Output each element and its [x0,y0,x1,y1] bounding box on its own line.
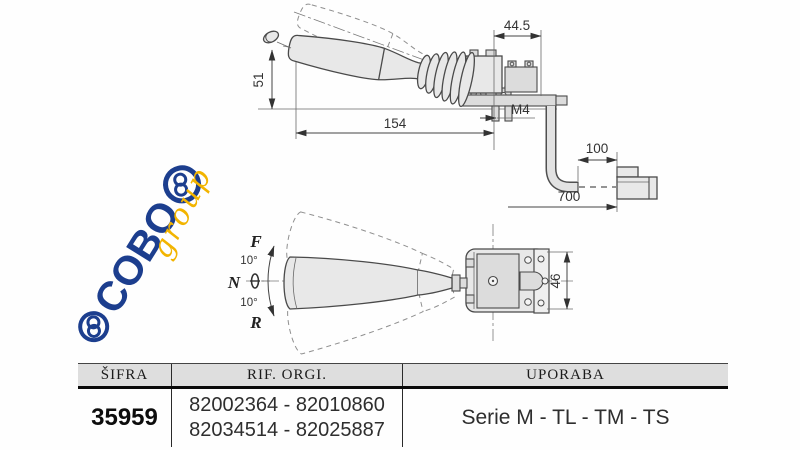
reference-line-1: 82002364 - 82010860 [189,394,385,416]
dim-51: 51 [251,49,276,110]
dim-46: 46 [547,251,573,310]
dim-51-label: 51 [251,72,266,87]
dim-44-5-label: 44.5 [504,18,530,33]
cable [545,106,616,193]
angle-lower-label: 10° [240,297,257,309]
side-view-drawing: 44.5 51 154 M4 [251,0,658,212]
dim-100: 100 [577,141,618,181]
part-table: ŠIFRA RIF. ORGI. UPORABA 35959 82002364 … [78,363,728,447]
top-view-drawing: F N R 10° 10° 46 [227,210,576,356]
angle-upper-label: 10° [240,255,257,267]
header-uporaba: UPORABA [526,366,605,383]
dim-700: 700 [508,189,618,212]
bellows-boot [416,51,476,108]
dim-154: 154 [295,62,495,139]
knob-end-cap [262,30,292,49]
thread-label: M4 [511,102,530,117]
reference-numbers: 82002364 - 82010860 82034514 - 82025887 [171,389,403,447]
position-arc [262,245,275,317]
dim-154-label: 154 [384,116,407,131]
horn-neutral [283,256,453,310]
switch-housing [459,49,568,122]
dim-46-label: 46 [548,273,563,288]
lever-end-symbol [250,273,260,289]
part-code: 35959 [91,404,158,431]
pos-reverse-label: R [249,313,261,332]
mechanism-housing [465,248,550,314]
header-sifra: ŠIFRA [100,366,149,383]
table-data-row: 35959 82002364 - 82010860 82034514 - 820… [78,389,728,447]
reference-line-2: 82034514 - 82025887 [189,419,385,441]
dim-44-5: 44.5 [493,18,542,150]
connector-plug [616,166,658,200]
pos-neutral-label: N [227,273,241,292]
header-rif-orgi: RIF. ORGI. [171,364,403,386]
lever-joint [451,274,468,292]
table-header-row: ŠIFRA RIF. ORGI. UPORABA [78,364,728,389]
dim-700-label: 700 [558,189,581,204]
pos-forward-label: F [249,232,262,251]
dim-100-label: 100 [586,141,609,156]
lever-grip [285,29,424,89]
usage-series: Serie M - TL - TM - TS [461,406,670,429]
thread-callout: M4 [480,102,535,122]
technical-drawing: 44.5 51 154 M4 [227,0,658,356]
